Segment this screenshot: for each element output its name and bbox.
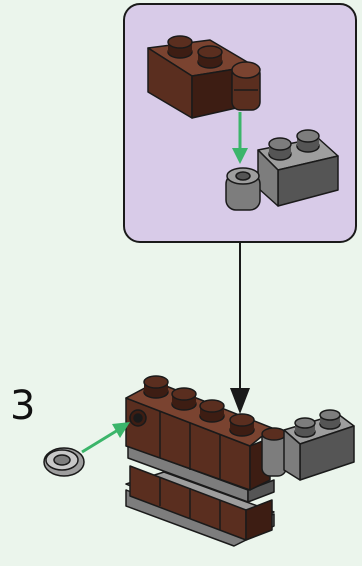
light-gray-pin-icon xyxy=(43,447,85,477)
green-attach-arrow xyxy=(232,112,248,164)
green-pin-arrow xyxy=(81,422,130,454)
brown-hinge-brick xyxy=(147,35,261,119)
main-assembly xyxy=(125,375,355,547)
callout-pointer-arrow xyxy=(230,242,250,414)
gray-hinge-base-brick xyxy=(225,129,339,211)
step-number: 3 xyxy=(10,383,36,429)
